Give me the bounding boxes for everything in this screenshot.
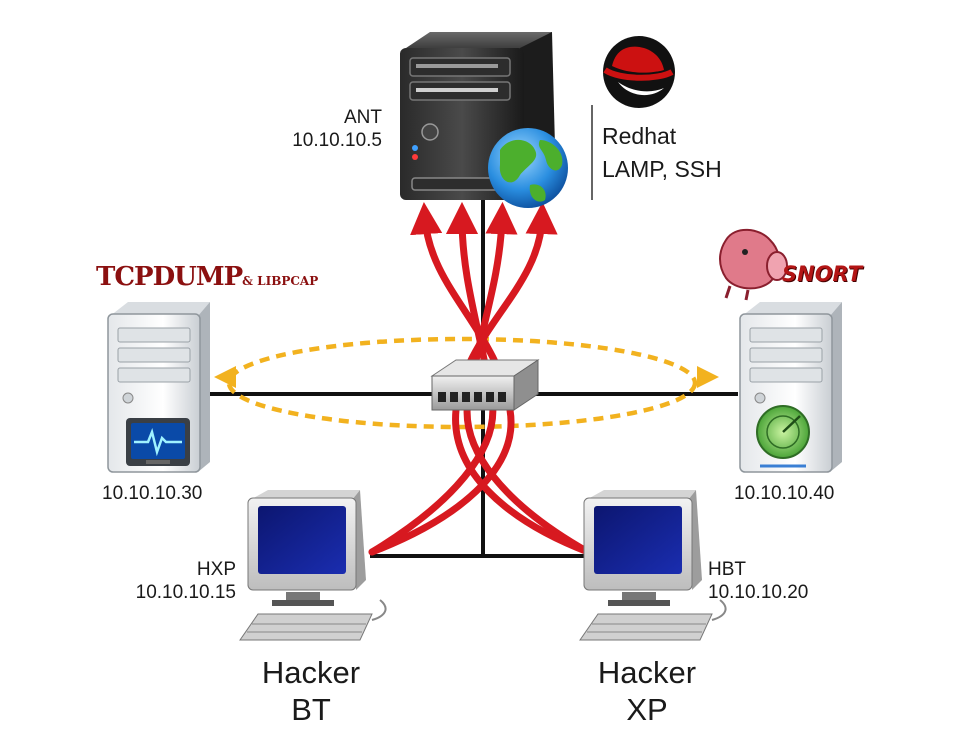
right-server-ip: 10.10.10.40 <box>734 483 835 504</box>
network-switch-icon <box>430 359 540 411</box>
keyboard-icon <box>239 599 387 641</box>
ant-ip: 10.10.10.5 <box>292 130 382 151</box>
snort-logo: SNORT <box>782 262 863 286</box>
tcpdump-server <box>107 302 210 473</box>
tcpdump-logo-sub: & LIBPCAP <box>242 274 319 288</box>
hxp-label: HXP 10.10.10.15 <box>100 558 236 604</box>
hxp-name: HXP <box>196 559 236 580</box>
globe-icon <box>488 128 568 208</box>
monitor-heartbeat-icon <box>126 418 190 466</box>
mirror-traffic-path <box>214 336 719 430</box>
hbt-name: HBT <box>708 559 746 580</box>
crt-monitor-icon <box>583 490 702 606</box>
ant-name: ANT <box>344 107 382 128</box>
snort-pig-icon <box>719 228 788 301</box>
hxp-ip: 10.10.10.15 <box>135 582 236 603</box>
redhat-logo-icon <box>603 36 675 108</box>
tcpdump-logo: TCPDUMP& LIBPCAP <box>96 262 318 292</box>
hacker-xp-title: Hacker XP <box>572 654 722 728</box>
hacker-bt-line1: Hacker <box>261 655 361 690</box>
tcpdump-logo-main: TCPDUMP <box>96 262 243 292</box>
keyboard-icon <box>579 599 727 641</box>
hacker-xp-line1: Hacker <box>597 655 697 690</box>
os-line2: LAMP, SSH <box>602 156 722 182</box>
mirror-arrow-right <box>697 366 719 388</box>
os-line1: Redhat <box>602 123 677 149</box>
radar-icon <box>756 405 810 468</box>
ant-label: ANT 10.10.10.5 <box>262 106 382 152</box>
hxp-pc <box>239 490 387 641</box>
hacker-bt-line2: BT <box>291 692 331 727</box>
left-server-ip: 10.10.10.30 <box>102 483 203 504</box>
hacker-xp-line2: XP <box>626 692 668 727</box>
os-label: Redhat LAMP, SSH <box>602 120 722 186</box>
hacker-bt-title: Hacker BT <box>236 654 386 728</box>
crt-monitor-icon <box>247 490 366 606</box>
hbt-ip: 10.10.10.20 <box>708 582 809 603</box>
mirror-arrow-left <box>214 366 236 388</box>
snort-server <box>739 302 842 473</box>
hbt-pc <box>579 490 727 641</box>
hbt-label: HBT 10.10.10.20 <box>708 558 808 604</box>
